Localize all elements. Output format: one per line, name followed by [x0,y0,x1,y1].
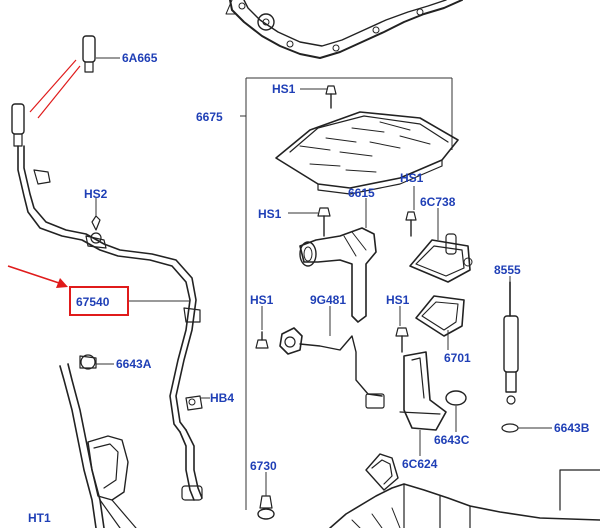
oil-pan [257,453,600,528]
sensor-gasket [415,295,465,337]
dipstick [501,281,519,433]
level-sensor-unit [395,327,467,431]
part-labels: 6A665 HS2 67540 6643A HB4 HT1 6675 HS1 H… [28,51,590,525]
label-6643c: 6643C [434,433,470,447]
label-6701: 6701 [444,351,471,365]
label-6c624: 6C624 [402,457,438,471]
label-hb4: HB4 [210,391,234,405]
label-6a665: 6A665 [122,51,158,65]
label-hs2: HS2 [84,187,108,201]
6a665-leader-lines [29,59,81,119]
top-gasket [225,0,463,59]
label-hs1-lower: HS1 [250,293,274,307]
label-hs1-right: HS1 [400,171,424,185]
label-hs1-top: HS1 [272,82,296,96]
label-6730: 6730 [250,459,277,473]
label-hs1-mid: HS1 [258,207,282,221]
oil-level-sensor [255,327,385,409]
label-6615: 6615 [348,186,375,200]
label-6643b: 6643B [554,421,590,435]
oil-pickup-tube [299,207,377,323]
label-6643a: 6643A [116,357,152,371]
label-ht1: HT1 [28,511,51,525]
dipstick-tube-assembly [11,35,203,501]
label-9g481: 9G481 [310,293,346,307]
oil-return-pipe [59,354,137,528]
highlight-67540 [7,265,129,316]
label-6675: 6675 [196,110,223,124]
label-hs1-lower2: HS1 [386,293,410,307]
sensor-cover [405,211,473,283]
leader-lines [95,57,552,496]
label-67540: 67540 [76,295,110,309]
label-8555: 8555 [494,263,521,277]
label-6c738: 6C738 [420,195,456,209]
baffle-plate [275,85,459,195]
group-frame [240,77,453,510]
